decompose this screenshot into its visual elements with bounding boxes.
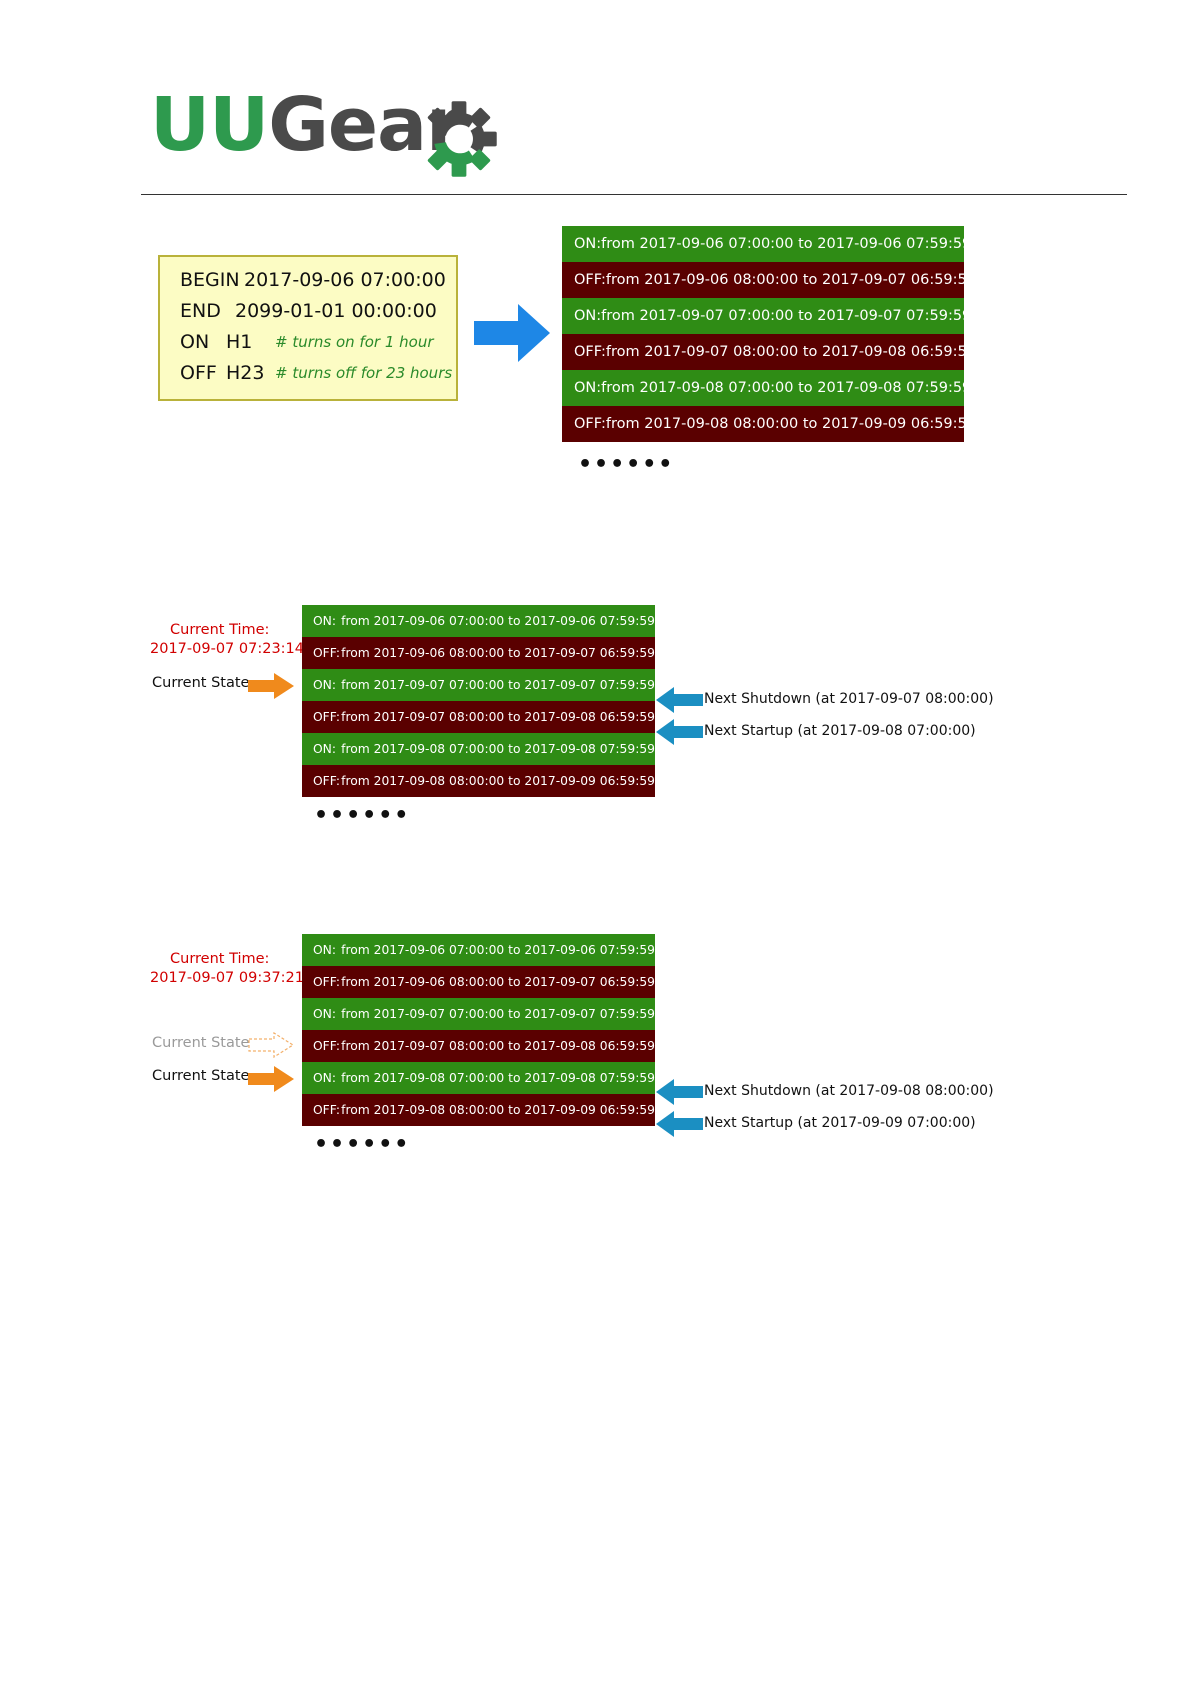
script-keyword: END (180, 300, 221, 322)
next-shutdown-label: Next Shutdown (at 2017-09-07 08:00:00) (704, 691, 994, 707)
ellipsis: •••••• (578, 452, 675, 477)
row-text: from 2017-09-06 08:00:00 to 2017-09-07 0… (341, 975, 655, 989)
row-text: from 2017-09-06 07:00:00 to 2017-09-06 0… (341, 614, 655, 628)
row-label: ON: (574, 236, 602, 252)
schedule-row: ON: from 2017-09-06 07:00:00 to 2017-09-0… (302, 605, 655, 637)
header-rule (141, 194, 1127, 195)
gear-icon (427, 101, 497, 177)
row-label: OFF: (313, 774, 341, 788)
schedule-row: OFF:from 2017-09-08 08:00:00 to 2017-09-… (562, 406, 976, 442)
row-text: from 2017-09-07 07:00:00 to 2017-09-07 0… (341, 1007, 655, 1021)
schedule-row: OFF:from 2017-09-06 08:00:00 to 2017-09-… (302, 637, 655, 669)
next-startup-arrow-icon (656, 1111, 703, 1137)
row-label: OFF: (313, 1039, 341, 1053)
schedule-row: OFF:from 2017-09-07 08:00:00 to 2017-09-… (562, 334, 976, 370)
row-text: from 2017-09-08 07:00:00 to 2017-09-08 0… (601, 380, 972, 396)
schedule-row: ON: from 2017-09-08 07:00:00 to 2017-09-0… (302, 1062, 655, 1094)
row-text: from 2017-09-07 07:00:00 to 2017-09-07 0… (341, 678, 655, 692)
next-startup-arrow-icon (656, 719, 703, 745)
expanded-schedule: ON:from 2017-09-06 07:00:00 to 2017-09-0… (562, 226, 976, 442)
row-label: ON: (313, 1007, 337, 1021)
current-state-arrow-icon (248, 673, 294, 699)
current-time-value: 2017-09-07 09:37:21 (150, 970, 304, 986)
schedule-example-1: ON: from 2017-09-06 07:00:00 to 2017-09-0… (302, 605, 655, 797)
ellipsis: •••••• (314, 1132, 411, 1157)
current-state-label: Current State (152, 1068, 250, 1084)
schedule-row: OFF:from 2017-09-07 08:00:00 to 2017-09-… (302, 1030, 655, 1062)
schedule-row: OFF:from 2017-09-08 08:00:00 to 2017-09-… (302, 765, 655, 797)
next-startup-label: Next Startup (at 2017-09-09 07:00:00) (704, 1115, 976, 1131)
row-label: ON: (313, 742, 337, 756)
previous-state-label: Current State (152, 1035, 250, 1051)
script-value: 2017-09-06 07:00:00 (244, 269, 446, 291)
row-text: from 2017-09-07 08:00:00 to 2017-09-08 0… (341, 710, 655, 724)
next-shutdown-arrow-icon (656, 1079, 703, 1105)
row-text: from 2017-09-06 08:00:00 to 2017-09-07 0… (341, 646, 655, 660)
row-label: OFF: (313, 710, 341, 724)
schedule-row: ON: from 2017-09-07 07:00:00 to 2017-09-0… (302, 669, 655, 701)
logo-uu: UU (150, 82, 269, 168)
logo-wordmark: UUGear (150, 88, 463, 162)
schedule-script-box: BEGIN 2017-09-06 07:00:00 END 2099-01-01… (158, 255, 458, 401)
row-text: from 2017-09-08 08:00:00 to 2017-09-09 0… (341, 774, 655, 788)
script-line-end: END 2099-01-01 00:00:00 (180, 300, 437, 322)
schedule-example-2: ON: from 2017-09-06 07:00:00 to 2017-09-0… (302, 934, 655, 1126)
schedule-row: ON: from 2017-09-08 07:00:00 to 2017-09-0… (302, 733, 655, 765)
script-keyword: BEGIN (180, 269, 240, 291)
schedule-row: OFF:from 2017-09-07 08:00:00 to 2017-09-… (302, 701, 655, 733)
right-arrow-icon (474, 304, 550, 362)
next-shutdown-arrow-icon (656, 687, 703, 713)
schedule-row: OFF:from 2017-09-06 08:00:00 to 2017-09-… (302, 966, 655, 998)
script-value: H23 (226, 362, 265, 384)
schedule-row: ON: from 2017-09-07 07:00:00 to 2017-09-0… (302, 998, 655, 1030)
row-text: from 2017-09-06 07:00:00 to 2017-09-06 0… (341, 943, 655, 957)
row-text: from 2017-09-08 07:00:00 to 2017-09-08 0… (341, 742, 655, 756)
row-text: from 2017-09-08 07:00:00 to 2017-09-08 0… (341, 1071, 655, 1085)
row-label: OFF: (313, 646, 341, 660)
current-state-label: Current State (152, 675, 250, 691)
current-time-label: Current Time: (170, 622, 270, 638)
script-comment: # turns off for 23 hours (275, 364, 453, 382)
schedule-row: ON:from 2017-09-07 07:00:00 to 2017-09-0… (562, 298, 971, 334)
previous-state-arrow-icon (248, 1032, 294, 1058)
row-text: from 2017-09-06 07:00:00 to 2017-09-06 0… (601, 236, 972, 252)
row-label: OFF: (574, 416, 606, 432)
script-line-off: OFF H23 # turns off for 23 hours (180, 362, 452, 384)
row-text: from 2017-09-07 07:00:00 to 2017-09-07 0… (601, 308, 972, 324)
row-label: OFF: (313, 1103, 341, 1117)
row-text: from 2017-09-08 08:00:00 to 2017-09-09 0… (605, 416, 976, 432)
script-line-begin: BEGIN 2017-09-06 07:00:00 (180, 269, 446, 291)
row-text: from 2017-09-07 08:00:00 to 2017-09-08 0… (341, 1039, 655, 1053)
current-state-arrow-icon (248, 1066, 294, 1092)
logo-gear: Gear (268, 82, 462, 168)
script-keyword: OFF (180, 362, 217, 384)
schedule-row: ON:from 2017-09-08 07:00:00 to 2017-09-0… (562, 370, 971, 406)
schedule-row: ON:from 2017-09-06 07:00:00 to 2017-09-0… (562, 226, 971, 262)
schedule-row: ON: from 2017-09-06 07:00:00 to 2017-09-0… (302, 934, 655, 966)
schedule-row: OFF:from 2017-09-08 08:00:00 to 2017-09-… (302, 1094, 655, 1126)
row-text: from 2017-09-06 08:00:00 to 2017-09-07 0… (605, 272, 976, 288)
row-text: from 2017-09-07 08:00:00 to 2017-09-08 0… (605, 344, 976, 360)
row-label: OFF: (574, 344, 606, 360)
row-label: ON: (313, 1071, 337, 1085)
row-label: ON: (574, 380, 602, 396)
script-value: H1 (226, 331, 253, 353)
row-text: from 2017-09-08 08:00:00 to 2017-09-09 0… (341, 1103, 655, 1117)
script-line-on: ON H1 # turns on for 1 hour (180, 331, 434, 353)
current-time-label: Current Time: (170, 951, 270, 967)
row-label: ON: (313, 678, 337, 692)
script-keyword: ON (180, 331, 210, 353)
script-comment: # turns on for 1 hour (275, 333, 434, 351)
row-label: ON: (313, 943, 337, 957)
current-time-value: 2017-09-07 07:23:14 (150, 641, 304, 657)
row-label: OFF: (313, 975, 341, 989)
next-shutdown-label: Next Shutdown (at 2017-09-08 08:00:00) (704, 1083, 994, 1099)
next-startup-label: Next Startup (at 2017-09-08 07:00:00) (704, 723, 976, 739)
row-label: ON: (574, 308, 602, 324)
schedule-row: OFF:from 2017-09-06 08:00:00 to 2017-09-… (562, 262, 976, 298)
row-label: OFF: (574, 272, 606, 288)
ellipsis: •••••• (314, 803, 411, 828)
row-label: ON: (313, 614, 337, 628)
script-value: 2099-01-01 00:00:00 (235, 300, 437, 322)
